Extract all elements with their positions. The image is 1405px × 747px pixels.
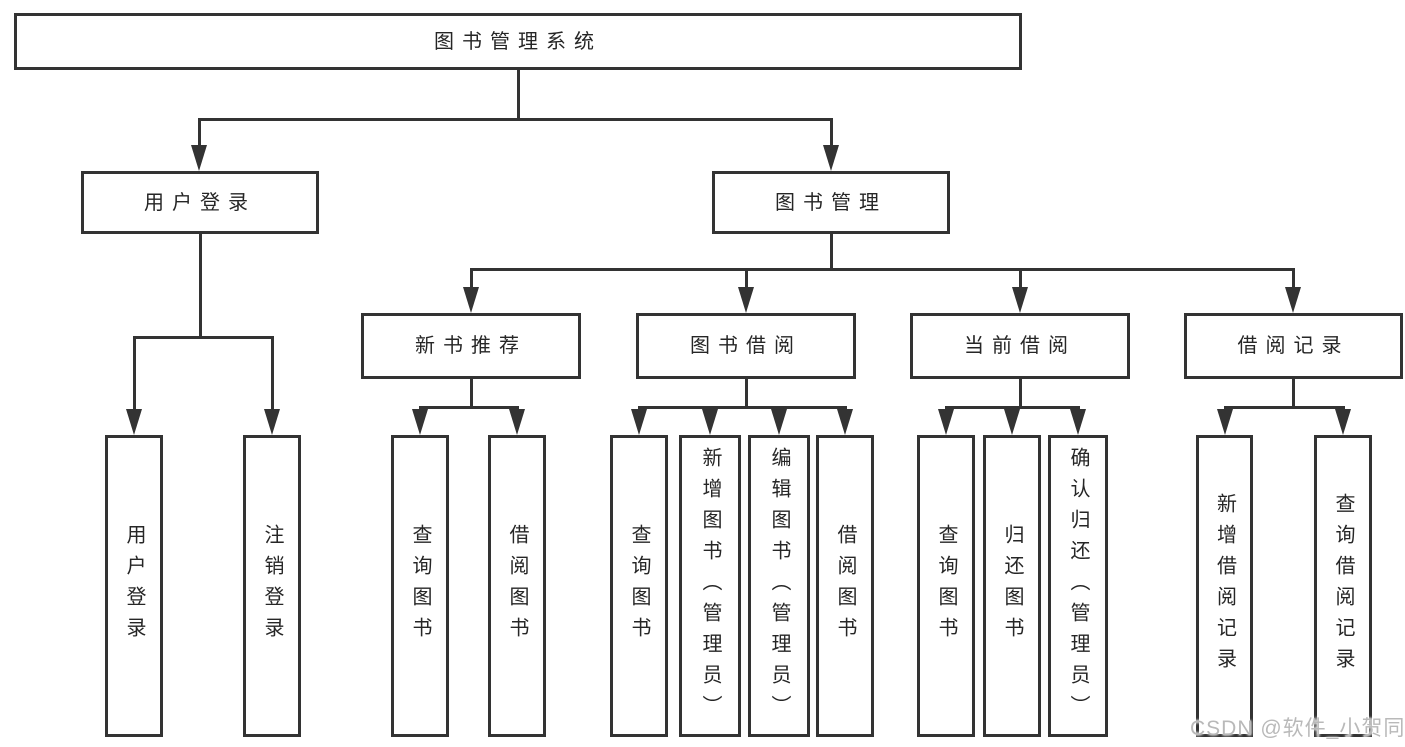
node-leaf-nbr-query: 查询图书 (391, 435, 449, 737)
connector-vline (132, 336, 136, 415)
node-user-login: 用户登录 (81, 171, 319, 234)
connector-hline (944, 406, 1080, 409)
connector-vline (829, 234, 833, 271)
node-label: 查询图书 (409, 524, 431, 648)
connector-hline (418, 406, 519, 409)
connector-vline (1291, 268, 1295, 294)
arrow-down-icon (126, 409, 142, 435)
node-label: 借阅图书 (506, 524, 528, 648)
connector-vline (469, 268, 473, 294)
connector-vline (744, 268, 748, 294)
node-label: 新增图书（管理员） (699, 446, 721, 726)
arrow-down-icon (823, 145, 839, 171)
node-leaf-bb-borrow: 借阅图书 (816, 435, 874, 737)
node-label: 编辑图书（管理员） (768, 446, 790, 726)
connector-vline (198, 234, 202, 339)
connector-hline (197, 118, 833, 121)
arrow-down-icon (771, 409, 787, 435)
connector-vline (516, 70, 520, 121)
node-label: 借阅图书 (834, 524, 856, 648)
node-book-management: 图书管理 (712, 171, 950, 234)
node-leaf-br-add: 新增借阅记录 (1196, 435, 1253, 737)
connector-hline (469, 268, 1295, 271)
node-root: 图书管理系统 (14, 13, 1022, 70)
node-leaf-cb-query: 查询图书 (917, 435, 975, 737)
arrow-down-icon (1335, 409, 1351, 435)
node-label: 图书借阅 (690, 335, 802, 357)
node-leaf-cb-confirm: 确认归还（管理员） (1048, 435, 1108, 737)
connector-vline (1291, 379, 1295, 409)
node-leaf-bb-query: 查询图书 (610, 435, 668, 737)
node-label: 当前借阅 (964, 335, 1076, 357)
node-current-borrow: 当前借阅 (910, 313, 1130, 379)
node-label: 查询图书 (935, 524, 957, 648)
arrow-down-icon (1070, 409, 1086, 435)
node-label: 用户登录 (144, 191, 256, 214)
connector-vline (270, 336, 274, 415)
node-label: 图书管理系统 (434, 30, 602, 53)
arrow-down-icon (1004, 409, 1020, 435)
arrow-down-icon (938, 409, 954, 435)
connector-hline (1223, 406, 1345, 409)
node-label: 图书管理 (775, 191, 887, 214)
node-label: 借阅记录 (1237, 335, 1350, 357)
node-leaf-bb-edit: 编辑图书（管理员） (748, 435, 810, 737)
node-leaf-cb-return: 归还图书 (983, 435, 1041, 737)
node-leaf-login: 用户登录 (105, 435, 163, 737)
connector-vline (744, 379, 748, 409)
node-label: 新增借阅记录 (1213, 493, 1236, 679)
arrow-down-icon (191, 145, 207, 171)
arrow-down-icon (509, 409, 525, 435)
connector-vline (197, 118, 201, 152)
node-leaf-logout: 注销登录 (243, 435, 301, 737)
arrow-down-icon (1217, 409, 1233, 435)
arrow-down-icon (1012, 287, 1028, 313)
arrow-down-icon (837, 409, 853, 435)
node-leaf-br-query: 查询借阅记录 (1314, 435, 1372, 737)
arrow-down-icon (463, 287, 479, 313)
node-label: 查询图书 (628, 524, 650, 648)
node-new-book-rec: 新书推荐 (361, 313, 581, 379)
node-book-borrow: 图书借阅 (636, 313, 856, 379)
arrow-down-icon (631, 409, 647, 435)
arrow-down-icon (412, 409, 428, 435)
connector-vline (469, 379, 473, 409)
node-leaf-nbr-borrow: 借阅图书 (488, 435, 546, 737)
node-leaf-bb-add: 新增图书（管理员） (679, 435, 741, 737)
arrow-down-icon (264, 409, 280, 435)
node-label: 用户登录 (123, 524, 145, 648)
connector-vline (1018, 268, 1022, 294)
node-borrow-record: 借阅记录 (1184, 313, 1403, 379)
connector-hline (637, 406, 847, 409)
node-label: 新书推荐 (415, 335, 527, 357)
connector-hline (132, 336, 274, 339)
node-label: 查询借阅记录 (1332, 493, 1354, 679)
csdn-watermark: CSDN @软件_小贺同学 (1190, 717, 1405, 740)
arrow-down-icon (1285, 287, 1301, 313)
node-label: 确认归还（管理员） (1067, 446, 1089, 726)
connector-vline (1018, 379, 1022, 409)
arrow-down-icon (702, 409, 718, 435)
connector-vline (829, 118, 833, 152)
node-label: 注销登录 (261, 524, 283, 648)
arrow-down-icon (738, 287, 754, 313)
node-label: 归还图书 (1001, 524, 1023, 648)
